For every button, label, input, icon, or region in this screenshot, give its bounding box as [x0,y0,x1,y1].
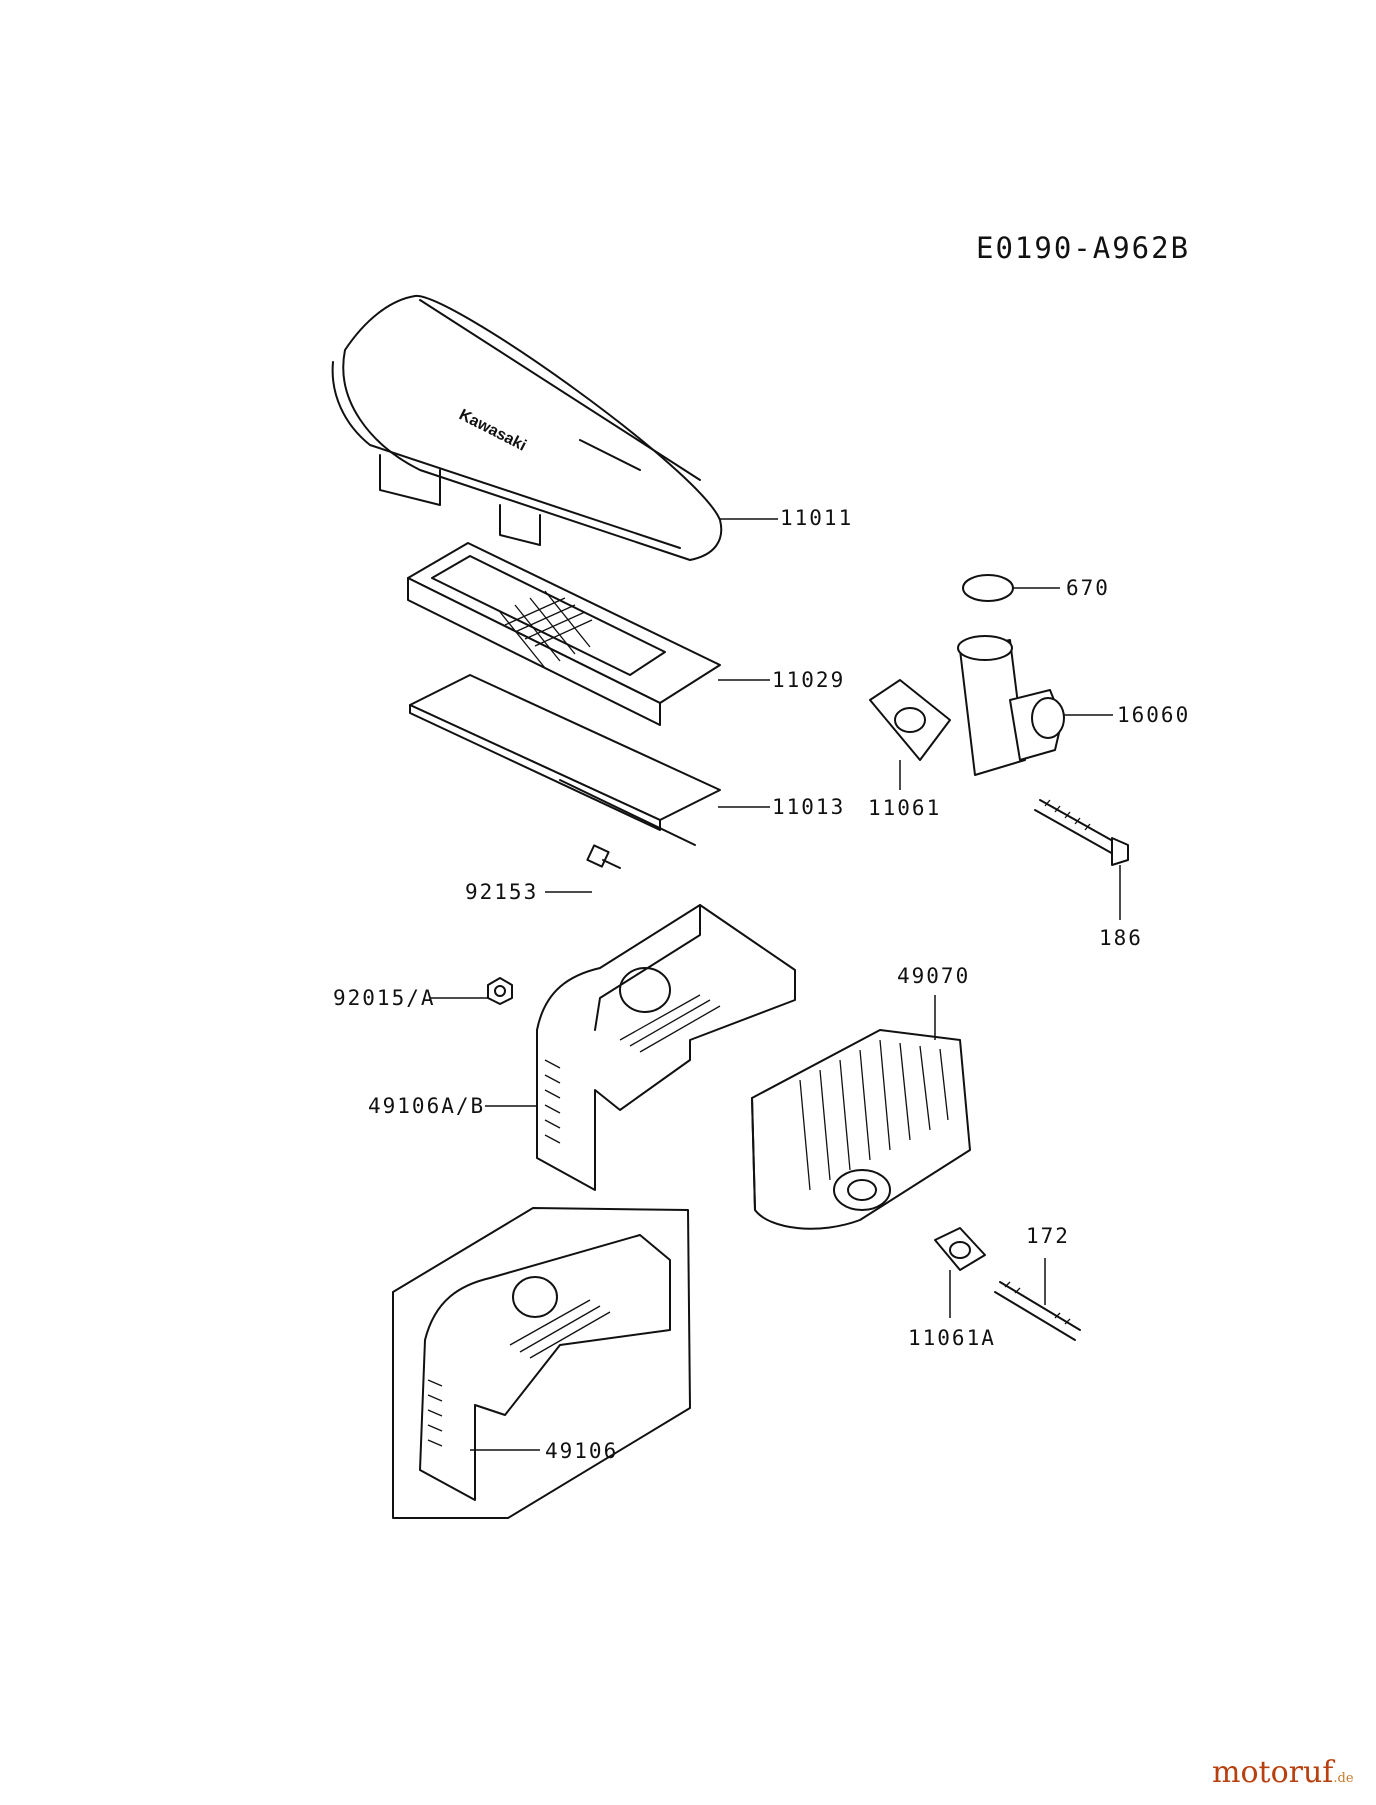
air-cleaner-cover-drawing: Kawasaki [331,294,778,561]
motoruf-watermark: motoruf.de [1212,1758,1354,1788]
muffler-guard-a-b-drawing [485,904,796,1191]
part-label-11013: 11013 [772,795,846,819]
part-label-172: 172 [1026,1224,1070,1248]
part-label-670: 670 [1066,576,1110,600]
diagram-code: E0190-A962B [976,231,1191,265]
part-label-49106: 49106 [545,1439,619,1463]
part-label-92153: 92153 [465,880,539,904]
pre-filter-foam-drawing [409,674,770,846]
part-label-11061a: 11061A [908,1326,996,1350]
elbow-gasket-drawing [869,679,951,790]
part-label-11061: 11061 [868,796,942,820]
watermark-main: motoruf [1212,1755,1334,1790]
part-label-49070: 49070 [897,964,971,988]
watermark-tld: .de [1333,1771,1354,1786]
elbow-bolt-drawing [1034,799,1129,920]
part-label-16060: 16060 [1117,703,1191,727]
intake-elbow-drawing [957,635,1113,776]
o-ring-drawing [962,574,1014,602]
part-label-186: 186 [1099,926,1143,950]
part-label-11029: 11029 [772,668,846,692]
part-label-49106a-b: 49106A/B [368,1094,486,1118]
stud-bolt-drawing [994,1258,1081,1341]
muffler-drawing [751,995,971,1230]
shield-nut-drawing [430,977,513,1005]
shield-bolt-drawing [545,844,621,893]
muffler-gasket-drawing [934,1227,986,1318]
part-label-11011: 11011 [780,506,854,530]
air-filter-element-drawing [407,542,770,726]
muffler-guard-box-drawing [392,1207,691,1519]
part-label-92015-a: 92015/A [333,986,436,1010]
